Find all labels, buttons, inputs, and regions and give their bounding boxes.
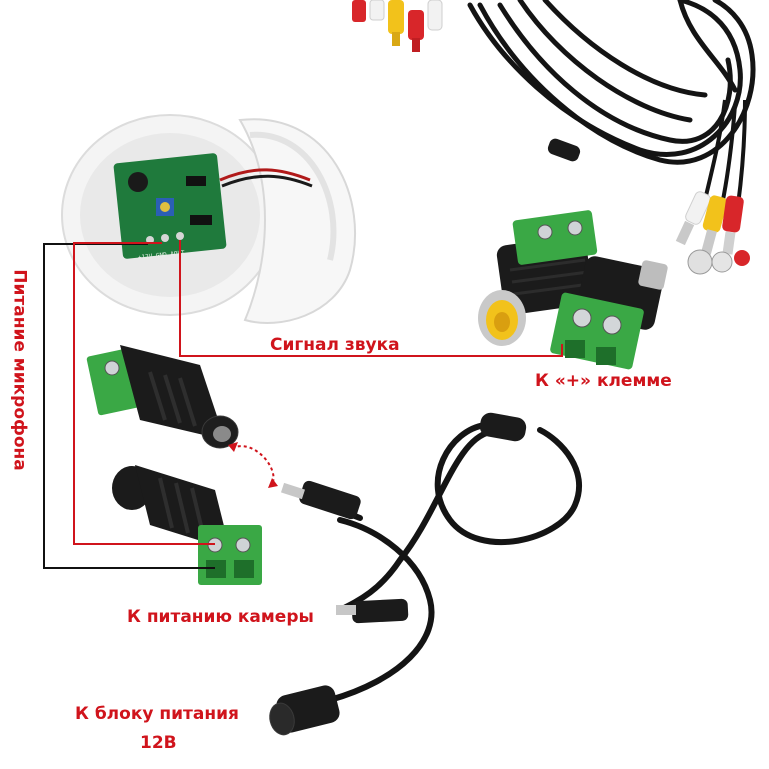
dc-male-plug-camera xyxy=(336,598,409,624)
label-camera-power: К питанию камеры xyxy=(127,607,314,627)
dc-female-jack-psu xyxy=(269,685,340,736)
label-psu-line2: 12В xyxy=(140,733,177,753)
annotation-connection-arrow xyxy=(228,442,278,488)
label-mic-power: Питание микрофона xyxy=(9,269,30,471)
label-psu-line1: К блоку питания xyxy=(75,704,239,724)
annotation-red-wires xyxy=(73,240,563,545)
dc-male-plug-upper xyxy=(280,480,361,520)
rca-av-cable xyxy=(352,0,756,275)
dc-female-terminal-adapter xyxy=(86,345,239,449)
pcb-pin-labels: +12V GND AOUT xyxy=(138,249,186,261)
y-splitter-power-cable xyxy=(302,422,583,703)
rca-terminal-adapter-front xyxy=(550,256,668,370)
dc-male-terminal-adapter xyxy=(112,465,262,585)
splitter-ferrite-bead xyxy=(479,412,527,442)
microphone-dome: +12V GND AOUT xyxy=(61,114,357,324)
label-sound-signal: Сигнал звука xyxy=(270,335,400,355)
label-plus-terminal: К «+» клемме xyxy=(535,371,672,391)
